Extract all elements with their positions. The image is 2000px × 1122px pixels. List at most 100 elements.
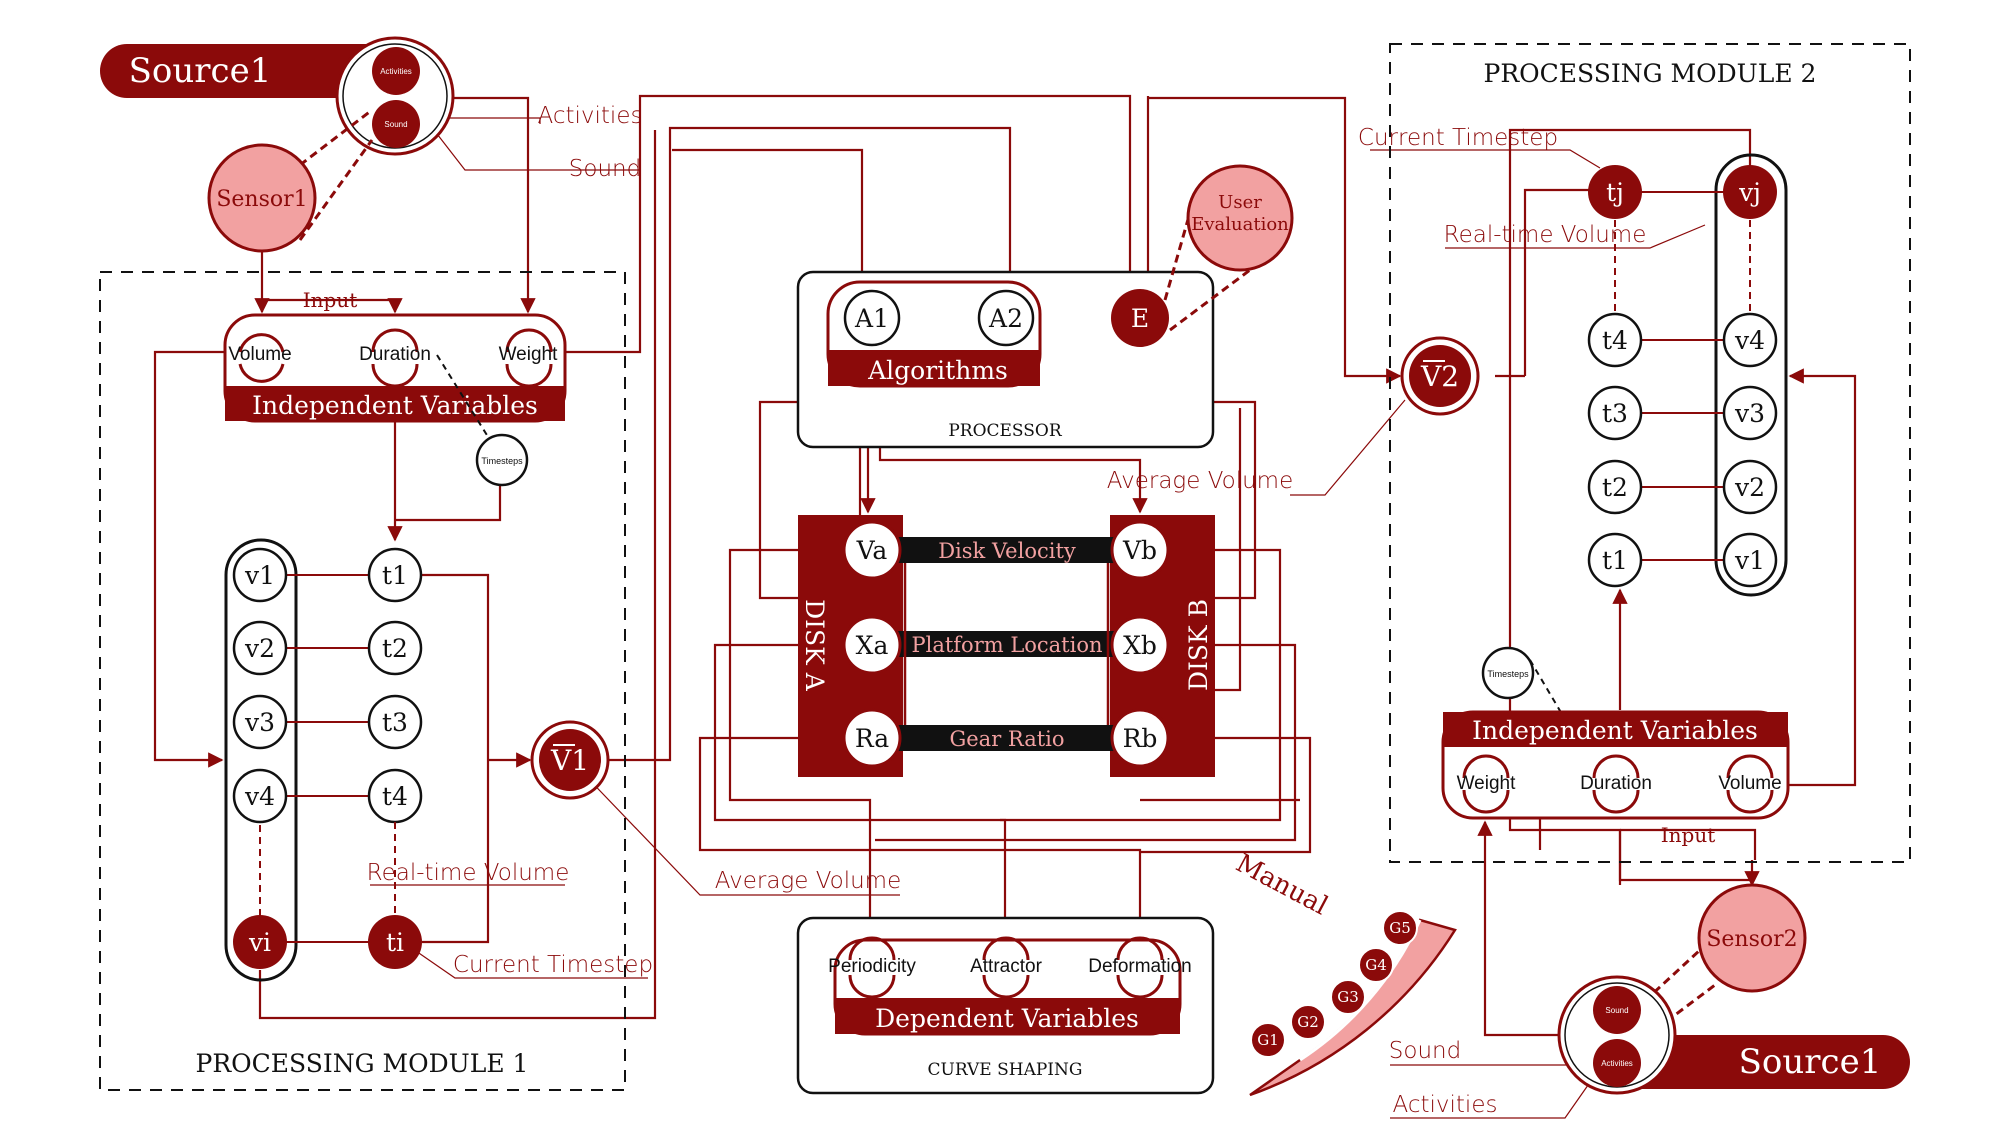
gear-ratio-bar: Gear Ratio bbox=[949, 727, 1064, 751]
v-node-3 bbox=[232, 694, 288, 750]
iv-socket-volume-1 bbox=[238, 333, 285, 383]
ti-node bbox=[368, 915, 422, 969]
source-1-activities-node bbox=[372, 47, 420, 95]
manual-label: Manual bbox=[1231, 848, 1333, 921]
t-node-2 bbox=[367, 620, 423, 676]
average-volume-node-2-label: V2 bbox=[1420, 360, 1459, 393]
v2-node-3-label: v3 bbox=[1734, 399, 1765, 428]
source-2-sound-node bbox=[1593, 986, 1641, 1034]
gear-g3-label: G3 bbox=[1337, 988, 1359, 1006]
current-timestep-label-1: Current Timestep bbox=[453, 952, 653, 978]
xa-node-label: Xa bbox=[856, 631, 889, 660]
timesteps-node-2 bbox=[1481, 646, 1535, 700]
source-1-label: Source1 bbox=[129, 51, 272, 91]
sensor-2-node bbox=[1697, 883, 1807, 993]
t2-node-3 bbox=[1587, 385, 1643, 441]
timesteps-label-2: Timesteps bbox=[1487, 669, 1529, 679]
gear-g1-label: G1 bbox=[1257, 1031, 1279, 1049]
sound-label-2: Sound bbox=[1389, 1038, 1461, 1064]
independent-variables-label-1: Independent Variables bbox=[252, 391, 538, 420]
iv-item-duration-1: Duration bbox=[359, 344, 431, 365]
v2-node-2-label: v2 bbox=[1734, 473, 1765, 502]
t2-node-4 bbox=[1587, 312, 1643, 368]
t-node-1-label: t1 bbox=[382, 561, 408, 590]
source-1-sound-label: Sound bbox=[384, 120, 407, 129]
ra-node-label: Ra bbox=[855, 724, 889, 753]
v-node-4 bbox=[232, 768, 288, 824]
xa-node bbox=[842, 615, 902, 675]
v2-node-3 bbox=[1722, 385, 1778, 441]
source-2-sound-label: Sound bbox=[1605, 1006, 1628, 1015]
timesteps-node-1 bbox=[475, 433, 529, 487]
source-2: Source1 Sound Activities bbox=[1557, 975, 1910, 1095]
source-1: Source1 Activities Sound bbox=[100, 36, 455, 156]
gear-g4 bbox=[1358, 947, 1394, 983]
ra-node bbox=[842, 708, 902, 768]
t2-node-3-label: t3 bbox=[1602, 399, 1628, 428]
source-2-activities-node bbox=[1593, 1039, 1641, 1087]
disk-velocity-bar: Disk Velocity bbox=[938, 539, 1076, 563]
source-2-banner bbox=[1600, 1035, 1910, 1089]
va-node-label: Va bbox=[856, 536, 888, 565]
disk-a-label: DISK A bbox=[800, 599, 829, 692]
t-node-2-label: t2 bbox=[382, 634, 408, 663]
sensor-1: Sensor1 bbox=[207, 108, 374, 253]
xb-node-label: Xb bbox=[1123, 631, 1157, 660]
ti-node-label: ti bbox=[386, 928, 404, 957]
algorithms-label: Algorithms bbox=[867, 356, 1008, 385]
sensor-2-label: Sensor2 bbox=[1706, 927, 1797, 952]
processing-module-2: PROCESSING MODULE 2 Current Timestep Rea… bbox=[1107, 43, 1911, 863]
iv-item-volume-2: Volume bbox=[1718, 773, 1781, 794]
v2-node-4 bbox=[1722, 312, 1778, 368]
processing-module-1: PROCESSING MODULE 1 Input Independent Va… bbox=[99, 271, 901, 1091]
module-1-frame bbox=[99, 271, 626, 1091]
gear-g3 bbox=[1330, 979, 1366, 1015]
xb-node bbox=[1110, 615, 1170, 675]
v2-node-1 bbox=[1722, 532, 1778, 588]
user-evaluation-line-1: User bbox=[1218, 192, 1262, 213]
curve-shaping: CURVE SHAPING Dependent Variables Period… bbox=[796, 916, 1215, 1095]
timesteps-label-1: Timesteps bbox=[481, 456, 523, 466]
t-node-1 bbox=[367, 547, 423, 603]
v-node-1 bbox=[232, 547, 288, 603]
iv-item-volume-1: Volume bbox=[228, 344, 291, 365]
current-timestep-label-2: Current Timestep bbox=[1358, 125, 1558, 151]
vb-node-label: Vb bbox=[1122, 536, 1157, 565]
activities-label-2: Activities bbox=[1393, 1092, 1498, 1118]
v-column-1 bbox=[224, 538, 298, 982]
rb-node-label: Rb bbox=[1123, 724, 1158, 753]
realtime-volume-label-2: Real-time Volume bbox=[1444, 222, 1647, 248]
v-column-2 bbox=[1714, 153, 1788, 597]
vj-node-label: vj bbox=[1738, 178, 1761, 207]
t2-node-2 bbox=[1587, 459, 1643, 515]
tj-node-label: tj bbox=[1606, 178, 1624, 207]
independent-variables-label-2: Independent Variables bbox=[1472, 716, 1758, 745]
v2-node-2 bbox=[1722, 459, 1778, 515]
a2-node bbox=[977, 289, 1035, 347]
user-evaluation-line-2: Evaluation bbox=[1191, 214, 1289, 235]
sound-label-1: Sound bbox=[569, 156, 641, 182]
v-node-2 bbox=[232, 620, 288, 676]
a1-node bbox=[843, 289, 901, 347]
disk-b-label: DISK B bbox=[1184, 599, 1213, 691]
gear-g4-label: G4 bbox=[1365, 956, 1387, 974]
sensor-1-label: Sensor1 bbox=[216, 187, 307, 212]
input-label-1: Input bbox=[303, 288, 358, 312]
source-2-label: Source1 bbox=[1739, 1042, 1882, 1082]
platform-location-bar: Platform Location bbox=[911, 633, 1102, 657]
curve-shaping-title: CURVE SHAPING bbox=[928, 1060, 1083, 1080]
realtime-volume-label-1: Real-time Volume bbox=[367, 860, 570, 886]
user-evaluation-node bbox=[1186, 164, 1294, 272]
processor: PROCESSOR Algorithms A1 A2 E bbox=[796, 270, 1215, 449]
module-2-frame bbox=[1389, 43, 1911, 863]
gear-g2-label: G2 bbox=[1297, 1013, 1319, 1031]
module-2-title: PROCESSING MODULE 2 bbox=[1484, 59, 1817, 88]
t2-node-2-label: t2 bbox=[1602, 473, 1628, 502]
t2-node-1 bbox=[1587, 532, 1643, 588]
v-node-2-label: v2 bbox=[244, 634, 275, 663]
e-node bbox=[1111, 289, 1169, 347]
source-1-activities-label: Activities bbox=[380, 67, 412, 76]
t2-node-1-label: t1 bbox=[1602, 546, 1628, 575]
input-label-2: Input bbox=[1661, 823, 1716, 847]
